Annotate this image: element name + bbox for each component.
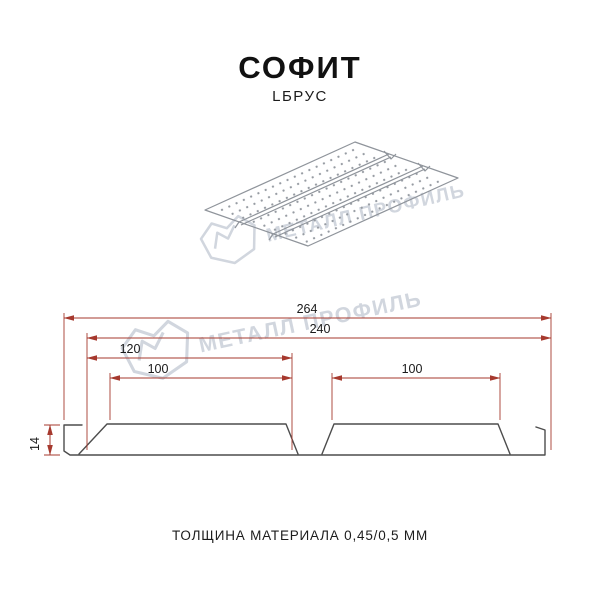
panel-ridge [238, 153, 392, 226]
dim-value-left-pan: 100 [148, 362, 169, 376]
dim-value-overall-width: 264 [297, 302, 318, 316]
dim-value-useful-width: 240 [310, 322, 331, 336]
dimension-annotations: 264 240 120 100 100 14 [28, 302, 552, 456]
panel-edge-fold [383, 150, 431, 172]
perforation-strip [279, 171, 450, 245]
panel-ridge [272, 165, 426, 238]
perforation-strip [211, 147, 383, 221]
dim-value-right-pan: 100 [402, 362, 423, 376]
product-title: СОФИТ [238, 50, 362, 85]
profile-base-line [63, 424, 546, 456]
profile-pans-line [78, 423, 511, 455]
perforation-strip [245, 159, 417, 233]
dim-value-module-width: 120 [120, 342, 141, 356]
extension-line [44, 424, 60, 456]
panel-edge-fold [234, 221, 274, 241]
product-subtitle: LБРУС [272, 88, 328, 105]
material-thickness-note: ТОЛЩИНА МАТЕРИАЛА 0,45/0,5 ММ [171, 528, 428, 543]
cross-section-profile [63, 423, 546, 456]
dim-value-height: 14 [28, 437, 42, 451]
soffit-panel-3d-view [204, 141, 459, 247]
